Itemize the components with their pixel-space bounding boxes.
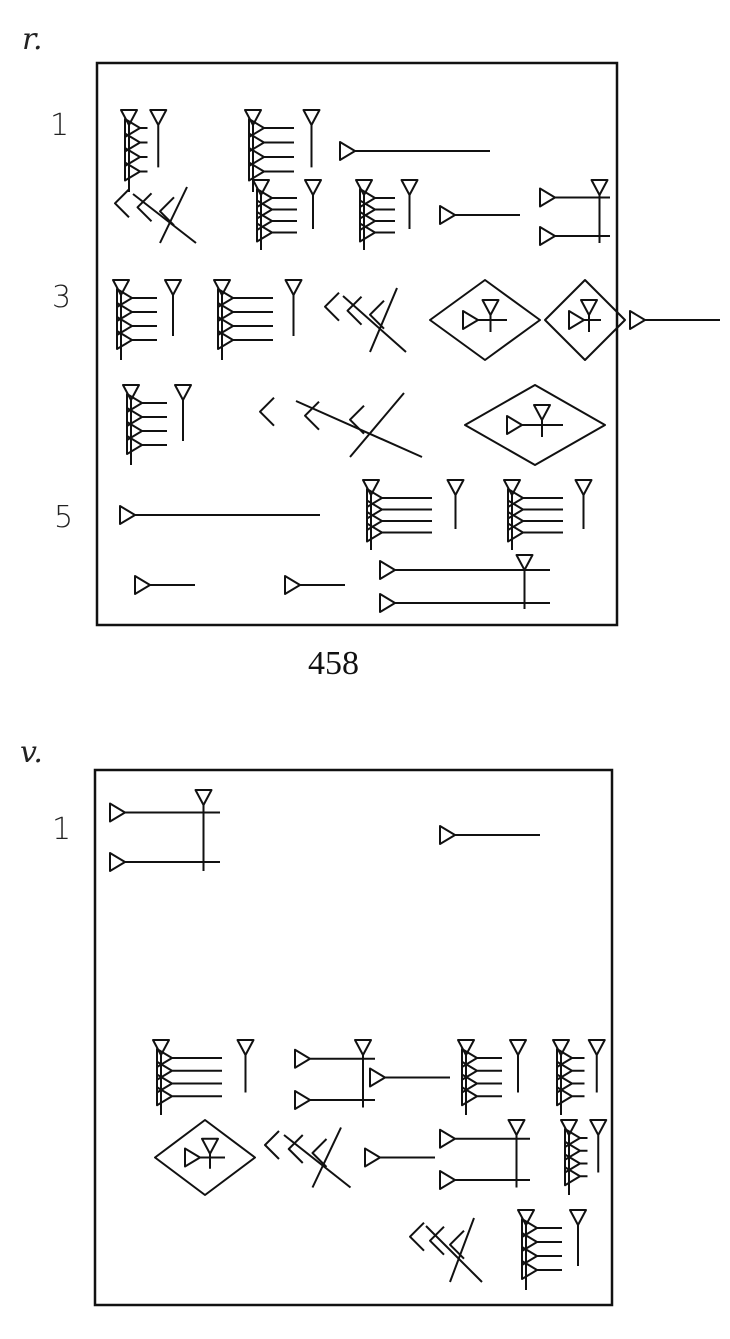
obverse-line-number-1: 1	[50, 108, 70, 143]
reverse-line-number-1: 1	[52, 812, 72, 847]
reverse-tablet-frame	[93, 768, 614, 1307]
cuneiform-signs	[109, 109, 720, 1290]
obverse-line-number-3: 3	[52, 280, 72, 315]
reverse-side-label: v.	[20, 735, 43, 770]
obverse-tablet-frame	[95, 61, 619, 627]
text-number: 458	[308, 645, 359, 682]
obverse-line-number-5: 5	[54, 500, 74, 535]
obverse-side-label: r.	[22, 22, 43, 57]
